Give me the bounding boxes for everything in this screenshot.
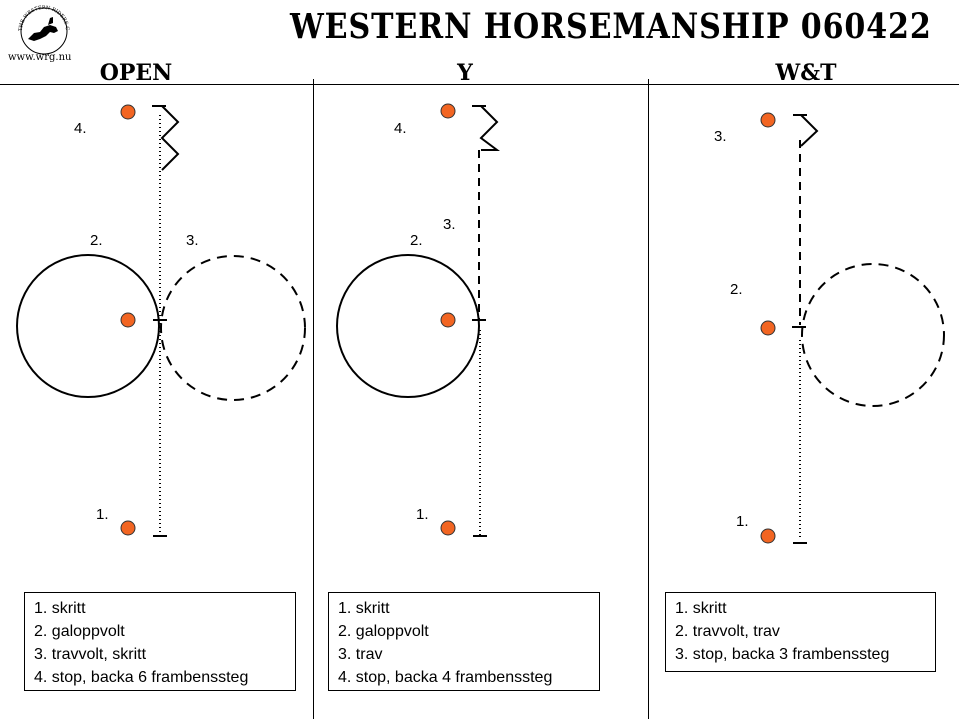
open-lope-circle: [16, 254, 160, 398]
open-label-1: 1.: [96, 506, 109, 523]
open-label-4: 4.: [74, 120, 87, 137]
legend-item: 3. trav: [338, 646, 383, 663]
pattern-y: [336, 105, 500, 537]
legend-item: 1. skritt: [338, 600, 390, 617]
column-heading-open: OPEN: [99, 60, 173, 86]
y-cone-bottom: [440, 520, 456, 536]
legend-box-wt: 1. skritt 2. travvolt, trav 3. stop, bac…: [665, 592, 936, 672]
legend-item: 4. stop, backa 6 frambenssteg: [34, 669, 249, 686]
open-cone-bottom: [120, 520, 136, 536]
wt-trot-circle: [801, 263, 945, 407]
cones: [120, 103, 776, 544]
wt-label-3: 3.: [714, 128, 727, 145]
open-backup-zigzag: [160, 105, 180, 171]
y-label-2: 2.: [410, 232, 423, 249]
wt-label-1: 1.: [736, 513, 749, 530]
wt-cone-bottom: [760, 528, 776, 544]
legend-item: 4. stop, backa 4 frambenssteg: [338, 669, 553, 686]
column-heading-y: Y: [457, 60, 473, 86]
open-label-3: 3.: [186, 232, 199, 249]
y-backup-zigzag: [479, 105, 500, 151]
wt-label-2: 2.: [730, 281, 743, 298]
column-divider-2: [648, 79, 649, 719]
legend-box-open: 1. skritt 2. galoppvolt 3. travvolt, skr…: [24, 592, 296, 691]
wt-cone-top: [760, 112, 776, 128]
legend-item: 3. stop, backa 3 frambenssteg: [675, 646, 890, 663]
open-trot-circle: [160, 255, 306, 401]
y-lope-circle: [336, 254, 480, 398]
pattern-wt: [792, 114, 945, 544]
pattern-open: [16, 105, 306, 537]
open-cone-center: [120, 312, 136, 328]
y-label-3: 3.: [443, 216, 456, 233]
y-cone-top: [440, 103, 456, 119]
y-label-4: 4.: [394, 120, 407, 137]
legend-item: 2. galoppvolt: [338, 623, 429, 640]
column-divider-1: [313, 79, 314, 719]
legend-box-y: 1. skritt 2. galoppvolt 3. trav 4. stop,…: [328, 592, 600, 691]
wt-cone-center: [760, 320, 776, 336]
logo-url: www.wrg.nu: [8, 52, 72, 63]
wt-backup-zigzag: [800, 114, 819, 147]
open-label-2: 2.: [90, 232, 103, 249]
legend-item: 2. galoppvolt: [34, 623, 125, 640]
y-cone-center: [440, 312, 456, 328]
horse-rider-icon: [28, 25, 58, 41]
column-heading-wt: W&T: [775, 60, 837, 86]
legend-item: 1. skritt: [675, 600, 727, 617]
legend-item: 3. travvolt, skritt: [34, 646, 147, 663]
open-cone-top: [120, 104, 136, 120]
y-label-1: 1.: [416, 506, 429, 523]
header-divider: [0, 84, 959, 85]
legend-item: 2. travvolt, trav: [675, 623, 780, 640]
page-title: WESTERN HORSEMANSHIP 060422: [290, 6, 932, 47]
club-logo: THE WESTERN RIDERS CLUB GOTLAND: [5, 0, 88, 67]
legend-item: 1. skritt: [34, 600, 86, 617]
